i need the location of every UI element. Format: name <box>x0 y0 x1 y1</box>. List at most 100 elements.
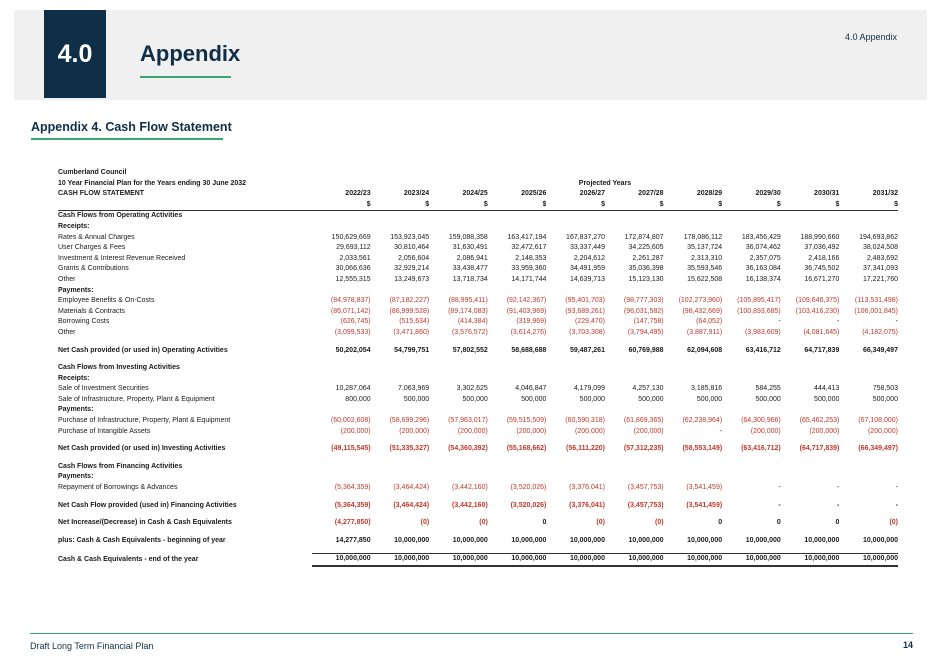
row-value: 35,036,398 <box>628 265 664 273</box>
row-value: (3,457,753) <box>627 501 664 509</box>
empty-cell <box>546 211 605 222</box>
row-value: (105,895,417) <box>737 297 781 305</box>
row-value: 10,000,000 <box>370 553 430 568</box>
row-value: 64,717,839 <box>804 346 840 354</box>
empty-cell <box>781 511 840 518</box>
empty-cell <box>546 529 605 536</box>
table-row: Net Cash provided (or used in) Investing… <box>58 444 898 455</box>
row-label <box>58 511 312 518</box>
row-value: (3,703,308) <box>569 328 605 336</box>
empty-cell <box>839 437 898 444</box>
row-value: (200,000) <box>575 427 605 435</box>
row-value: 2,418,166 <box>808 254 840 262</box>
row-value: 10,000,000 <box>312 553 371 568</box>
empty-cell <box>429 405 488 416</box>
row-value: (106,001,845) <box>854 307 898 315</box>
row-value: (93,689,261) <box>565 307 605 315</box>
empty-cell <box>312 286 371 297</box>
row-value: 2,357,075 <box>749 254 781 262</box>
table-row: Receipts: <box>58 374 898 385</box>
empty-cell <box>546 374 605 385</box>
empty-cell <box>429 363 488 374</box>
row-value: 159,088,358 <box>448 233 488 241</box>
row-value: 0 <box>718 519 723 527</box>
row-value: (51,335,327) <box>389 445 430 453</box>
empty-cell <box>488 286 547 297</box>
empty-cell <box>781 472 840 483</box>
row-value: - <box>837 501 840 509</box>
empty-cell <box>722 455 781 462</box>
unit-label: $ <box>604 199 664 212</box>
row-label: Receipts: <box>58 222 90 230</box>
row-label: Cash Flows from Financing Activities <box>58 462 183 470</box>
section-title: Appendix 4. Cash Flow Statement <box>31 120 232 134</box>
chapter-title-underline <box>140 76 231 78</box>
section-title-underline <box>31 138 223 140</box>
row-value: 2,313,310 <box>691 254 723 262</box>
row-value: (3,464,424) <box>393 501 430 509</box>
row-value: 63,416,712 <box>745 346 781 354</box>
table-row: Materials & Contracts(86,071,142)(86,999… <box>58 307 898 318</box>
empty-cell <box>429 511 488 518</box>
row-value: 15,622,508 <box>687 275 723 283</box>
row-value: 13,249,673 <box>394 275 430 283</box>
row-value: 14,171,744 <box>511 275 547 283</box>
row-value: 60,769,988 <box>628 346 664 354</box>
row-value: 34,491,959 <box>569 265 605 273</box>
empty-cell <box>722 529 781 536</box>
row-value: 10,000,000 <box>780 553 840 568</box>
row-value: (515,634) <box>399 318 430 326</box>
empty-cell <box>839 405 898 416</box>
empty-cell <box>312 363 371 374</box>
empty-cell <box>429 494 488 501</box>
empty-cell <box>371 546 430 554</box>
row-value: (91,403,969) <box>506 307 547 315</box>
empty-cell <box>371 211 430 222</box>
row-value: 58,688,688 <box>511 346 547 354</box>
empty-cell <box>722 462 781 473</box>
row-label: Rates & Annual Charges <box>58 233 135 241</box>
row-value: - <box>778 501 781 509</box>
table-row <box>58 437 898 444</box>
empty-cell <box>488 405 547 416</box>
empty-cell <box>605 455 664 462</box>
row-label: Payments: <box>58 286 94 294</box>
row-value: (4,182,075) <box>862 328 898 336</box>
year-header: 2027/28 <box>638 190 664 198</box>
row-value: (84,978,837) <box>330 297 371 305</box>
row-value: (88,995,411) <box>448 297 488 305</box>
table-row: Repayment of Borrowings & Advances(5,364… <box>58 483 898 494</box>
row-value: (95,401,703) <box>565 297 605 305</box>
row-value: 500,000 <box>462 395 488 403</box>
header-band: 4.0 Appendix 4.0 Appendix <box>14 10 927 100</box>
empty-cell <box>546 455 605 462</box>
table-row: Purchase of Intangible Assets(200,000)(2… <box>58 427 898 438</box>
empty-cell <box>664 455 723 462</box>
empty-cell <box>664 356 723 363</box>
table-row: Other(3,099,533)(3,471,860)(3,576,572)(3… <box>58 328 898 339</box>
empty-cell <box>371 455 430 462</box>
empty-cell <box>664 211 723 222</box>
empty-cell <box>312 374 371 385</box>
table-row: Sale of Infrastructure, Property, Plant … <box>58 395 898 406</box>
row-value: (3,442,160) <box>451 484 488 492</box>
row-value: (86,071,142) <box>330 307 371 315</box>
empty-cell <box>312 356 371 363</box>
empty-cell <box>781 286 840 297</box>
empty-cell <box>839 211 898 222</box>
empty-cell <box>839 472 898 483</box>
empty-cell <box>839 374 898 385</box>
row-value: 7,063,969 <box>398 385 430 393</box>
row-value: (64,300,966) <box>741 417 781 425</box>
empty-cell <box>488 529 547 536</box>
row-value: (3,464,424) <box>393 484 430 492</box>
row-value: (5,364,359) <box>334 501 371 509</box>
chapter-number: 4.0 <box>44 10 106 98</box>
row-value: 10,000,000 <box>687 536 723 544</box>
table-row <box>58 494 898 501</box>
row-value: (3,442,160) <box>451 501 488 509</box>
row-value: (65,462,253) <box>799 417 840 425</box>
row-value: 16,138,374 <box>745 275 781 283</box>
row-value: (319,969) <box>516 318 547 326</box>
